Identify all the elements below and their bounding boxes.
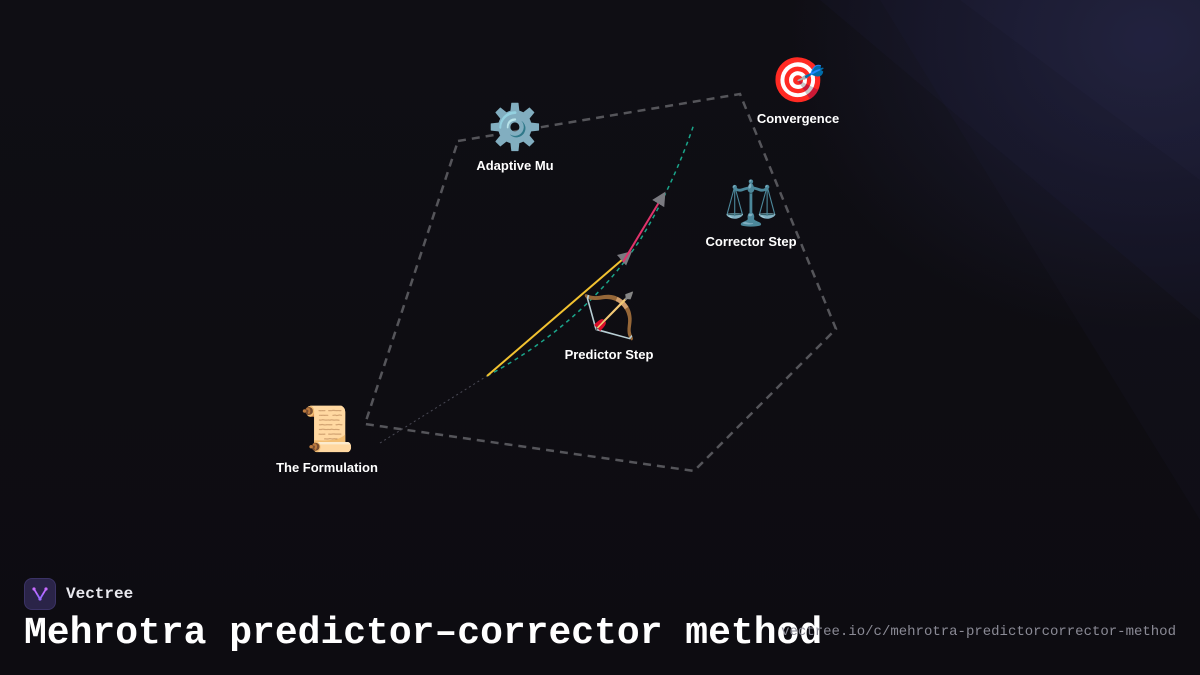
node-corrector-step-label: Corrector Step [705,234,797,249]
predictor-direction-arrow [486,251,633,377]
balance-scale-icon: ⚖️ [723,179,779,228]
gear-icon: ⚙️ [487,103,543,152]
brand[interactable]: Vectree [24,577,133,611]
feasible-region-polygon [363,92,838,473]
node-convergence-label: Convergence [756,111,840,126]
page-url[interactable]: vectree.io/c/mehrotra-predictorcorrector… [781,624,1176,640]
vectree-logo-icon [24,578,56,610]
node-formulation-label: The Formulation [276,460,378,475]
target-icon: 🎯 [770,56,826,105]
node-predictor-step-label: Predictor Step [564,347,654,362]
page-title: Mehrotra predictor–corrector method [24,612,823,655]
node-corrector-step[interactable]: ⚖️ Corrector Step [671,178,831,249]
scroll-icon: 📜 [299,405,355,454]
node-adaptive-mu[interactable]: ⚙️ Adaptive Mu [435,102,595,173]
node-formulation[interactable]: 📜 The Formulation [247,404,407,475]
brand-name: Vectree [66,585,134,603]
node-predictor-step[interactable]: 🏹 Predictor Step [529,291,689,362]
bow-and-arrow-icon: 🏹 [581,292,637,341]
node-adaptive-mu-label: Adaptive Mu [476,158,554,173]
start-guide-line [379,375,488,444]
corrector-direction-arrow [622,191,666,263]
node-convergence[interactable]: 🎯 Convergence [718,55,878,126]
